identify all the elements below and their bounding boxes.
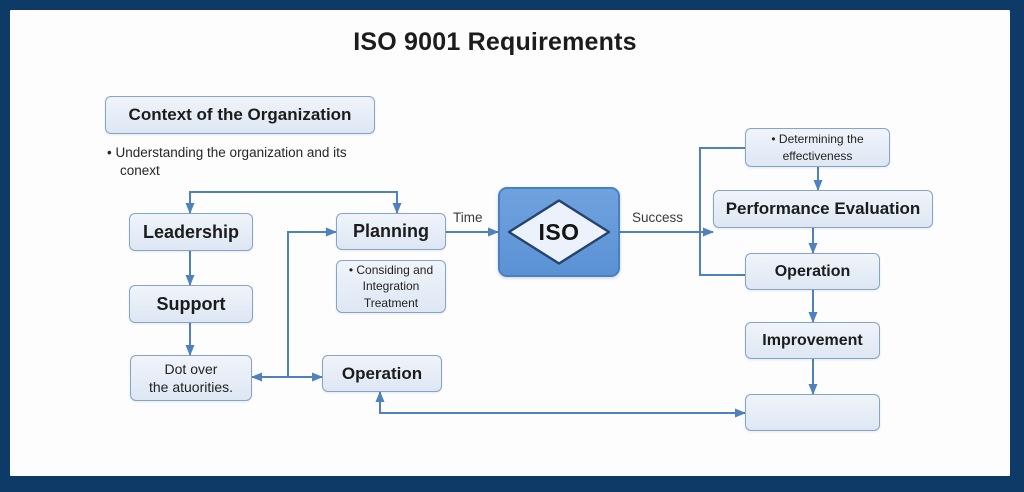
node-label-line2: effectiveness (782, 148, 853, 163)
context-note: • Understanding the organization and its… (107, 144, 417, 179)
node-label-line1: • Determining the (771, 132, 864, 147)
edge-label-success: Success (632, 210, 684, 225)
node-label: ISO (538, 218, 580, 245)
node-label: Operation (341, 363, 423, 383)
node-context-of-organization: Context of the Organization (105, 96, 375, 134)
edge-label-time: Time (453, 210, 483, 225)
arrow-elbow-to-planning (287, 227, 337, 377)
node-label: Performance Evaluation (725, 199, 921, 218)
iso-diamond: ISO (507, 199, 611, 265)
node-label: Support (156, 293, 226, 314)
node-leadership: Leadership (129, 213, 253, 251)
node-support: Support (129, 285, 253, 323)
node-label: Planning (353, 221, 429, 241)
context-note-line2: conext (120, 162, 160, 178)
node-considering: • Considing and Integration Treatment (336, 260, 446, 313)
node-label-line2: the atuorities. (148, 379, 234, 395)
context-note-line1: • Understanding the organization and its (107, 145, 347, 160)
node-label-line3: Treatment (363, 295, 419, 310)
node-unlabeled (745, 394, 880, 431)
arrow-split-to-leadership-planning (185, 191, 402, 214)
node-label: Leadership (142, 221, 240, 242)
node-iso-decision: ISO (498, 187, 620, 277)
arrow-bottom-feedback (375, 391, 746, 418)
node-operation-right: Operation (745, 253, 880, 290)
node-label: Improvement (762, 331, 863, 349)
node-performance-evaluation: Performance Evaluation (713, 190, 933, 228)
line-branch-to-operation-right (699, 232, 745, 276)
line-branch-to-determining (699, 147, 745, 232)
node-label-line1: • Considing and (348, 263, 434, 278)
node-label-line1: Dot over (164, 360, 218, 377)
page-title: ISO 9001 Requirements (353, 28, 637, 56)
node-operation-left: Operation (322, 355, 442, 392)
node-label-line2: Integration (362, 279, 420, 294)
node-label: Operation (774, 262, 851, 280)
node-improvement: Improvement (745, 322, 880, 359)
node-determining-effectiveness: • Determining the effectiveness (745, 128, 890, 167)
node-planning: Planning (336, 213, 446, 250)
node-label: Context of the Organization (128, 105, 352, 124)
node-dot-over-authorities: Dot over the atuorities. (130, 355, 252, 401)
diamond-shape-icon (507, 199, 611, 265)
